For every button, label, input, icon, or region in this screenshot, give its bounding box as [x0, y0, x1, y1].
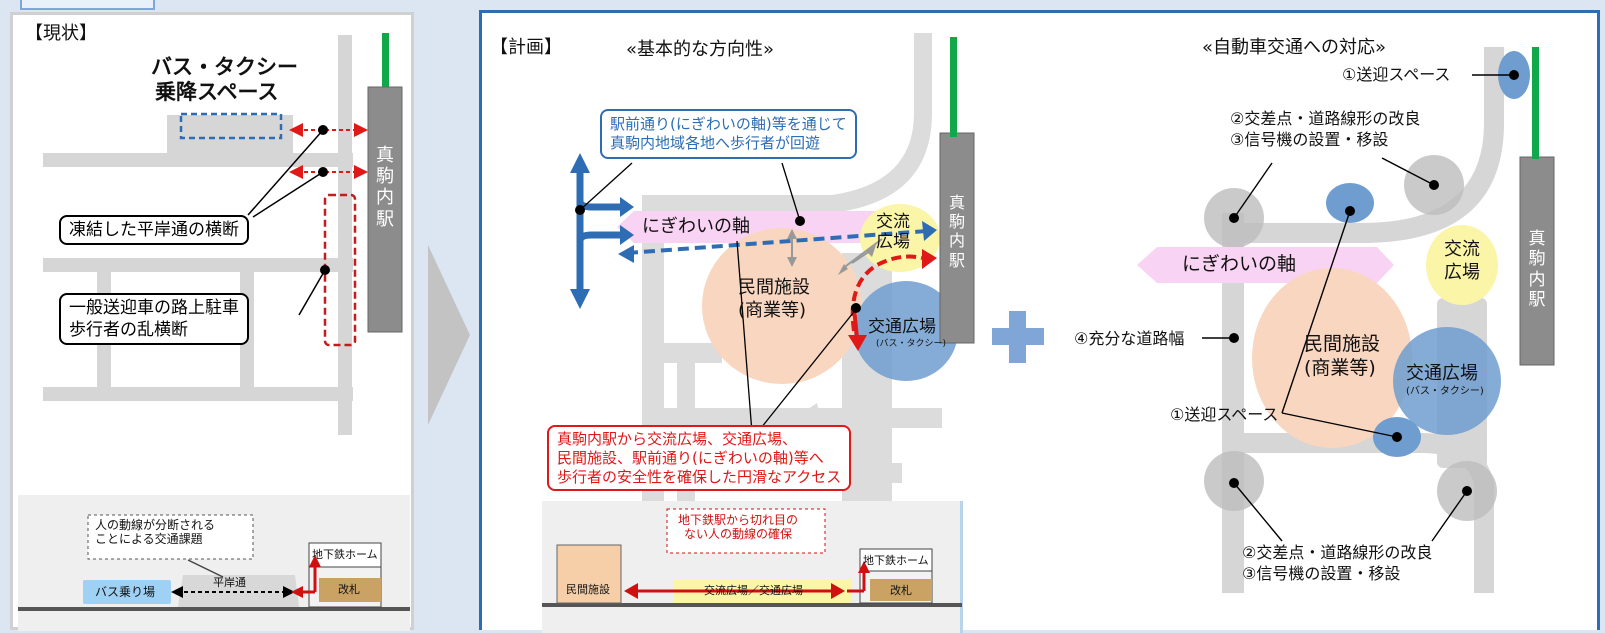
bus-space-label-line2: 乗降スペース	[155, 79, 279, 104]
mid-section-plaza: 交流広場／交通広場	[704, 584, 803, 597]
mid-plaza-label: 交流 広場	[876, 212, 910, 252]
callout-line: 歩行者の乱横断	[69, 320, 188, 341]
right-subtitle: «自動車交通への対応»	[1202, 37, 1387, 58]
callout-line: 一般送迎車の路上駐車	[69, 298, 239, 318]
right-transport-sub: (バス・タクシー)	[1406, 386, 1484, 397]
blue-callout-line: 駅前通り(にぎわいの軸)等を通じて	[610, 115, 847, 133]
plan-title: 【計画】	[490, 37, 562, 58]
mid-section-gate: 改札	[890, 584, 912, 597]
mid-plaza-line: 広場	[876, 231, 910, 252]
intersect-bottom-line: ②交差点・道路線形の改良	[1242, 543, 1433, 562]
section-note: 人の動線が分断される ことによる交通課題	[95, 518, 215, 547]
callout-frozen-crossing: 凍結した平岸通の横断	[59, 215, 249, 246]
mid-section-facility: 民間施設	[566, 583, 610, 596]
station-char: 真	[948, 193, 965, 212]
current-state-title: 【現状】	[25, 23, 97, 44]
station-char: 内	[1528, 269, 1546, 290]
plan-subtitle: «基本的な方向性»	[626, 39, 775, 60]
intersect-top-label: ②交差点・道路線形の改良 ③信号機の設置・移設	[1230, 109, 1420, 151]
station-char: 内	[376, 187, 394, 209]
road-width-label: ④充分な道路幅	[1074, 329, 1185, 348]
right-transport-label: 交通広場	[1406, 363, 1478, 384]
right-facility-line: 民間施設	[1304, 333, 1381, 355]
callout-illegal-parking: 一般送迎車の路上駐車 歩行者の乱横断	[59, 293, 249, 346]
station-char: 駒	[1528, 249, 1546, 270]
right-station-label: 真 駒 内 駅	[1522, 229, 1552, 311]
station-char: 真	[376, 145, 394, 166]
plan-panel: 【計画】 «基本的な方向性» 駅前通り(にぎわいの軸)等を通じて 真駒内地域各地…	[479, 10, 1600, 633]
blue-callout: 駅前通り(にぎわいの軸)等を通じて 真駒内地域各地へ歩行者が回遊	[600, 109, 857, 159]
intersect-bottom-line: ③信号機の設置・移設	[1242, 563, 1401, 583]
section-bus-label: バス乗り場	[95, 585, 156, 599]
section-road-label: 平岸通	[213, 576, 246, 589]
top-tab	[20, 0, 155, 10]
mid-facility-line: 民間施設	[738, 277, 810, 298]
right-facility-line: (商業等)	[1304, 356, 1376, 379]
station-label: 真 駒 内 駅	[370, 145, 400, 230]
mid-facility-line: (商業等)	[738, 299, 807, 321]
right-plaza-line: 交流	[1444, 239, 1480, 260]
red-callout: 真駒内駅から交流広場、交通広場、 民間施設、駅前通り(にぎわいの軸)等へ 歩行者…	[547, 425, 852, 492]
section-note-line: 人の動線が分断される	[95, 518, 216, 532]
mid-section-note: 地下鉄駅から切れ目の ない人の動線の確保	[678, 513, 798, 542]
station-char: 駒	[948, 212, 965, 232]
right-plaza-label: 交流 広場	[1444, 239, 1480, 284]
mid-plaza-line: 交流	[876, 212, 910, 232]
bus-space-label-line1: バス・タクシー	[151, 55, 298, 79]
mid-transport-label: 交通広場	[868, 317, 936, 337]
right-axis-label: にぎわいの軸	[1182, 253, 1297, 275]
intersect-top-line: ③信号機の設置・移設	[1230, 129, 1389, 149]
red-callout-line: 民間施設、駅前通り(にぎわいの軸)等へ	[557, 448, 824, 467]
pickup-top-label: ①送迎スペース	[1342, 65, 1451, 84]
mid-transport-sub: (バス・タクシー)	[876, 339, 947, 349]
mid-station-label: 真 駒 内 駅	[942, 193, 972, 270]
bus-space-box	[179, 112, 283, 140]
mid-axis-label: にぎわいの軸	[642, 216, 750, 237]
bus-space-label: バス・タクシー 乗降スペース	[151, 55, 298, 105]
mid-section-note-line: 地下鉄駅から切れ目の	[678, 513, 799, 527]
station-char: 駅	[376, 208, 394, 230]
section-platform-label: 地下鉄ホーム	[312, 548, 378, 561]
station-char: 内	[948, 231, 965, 251]
station-char: 駒	[376, 166, 394, 188]
right-plaza-line: 広場	[1444, 261, 1480, 283]
mid-section-note-line: ない人の動線の確保	[684, 527, 793, 542]
intersect-top-line: ②交差点・道路線形の改良	[1230, 109, 1421, 128]
right-facility-label: 民間施設 (商業等)	[1304, 333, 1380, 381]
intersect-bottom-label: ②交差点・道路線形の改良 ③信号機の設置・移設	[1242, 543, 1432, 585]
blue-callout-line: 真駒内地域各地へ歩行者が回遊	[610, 133, 821, 152]
current-state-panel: 【現状】 バス・タクシー 乗降スペース 真 駒 内 駅 凍結した平岸通の横断 一…	[10, 12, 414, 631]
mid-section-platform: 地下鉄ホーム	[863, 554, 929, 567]
red-callout-line: 歩行者の安全性を確保した円滑なアクセス	[557, 467, 842, 486]
station-char: 駅	[1528, 290, 1546, 311]
plan-map	[542, 33, 1555, 633]
station-char: 駅	[948, 250, 965, 270]
section-note-line: ことによる交通課題	[95, 532, 203, 547]
red-callout-line: 真駒内駅から交流広場、交通広場、	[557, 430, 798, 448]
section-gate-label: 改札	[338, 583, 360, 596]
mid-facility-label: 民間施設 (商業等)	[738, 277, 810, 322]
pickup-bottom-label: ①送迎スペース	[1170, 405, 1279, 424]
current-state-map	[18, 33, 410, 631]
station-char: 真	[1528, 229, 1546, 249]
